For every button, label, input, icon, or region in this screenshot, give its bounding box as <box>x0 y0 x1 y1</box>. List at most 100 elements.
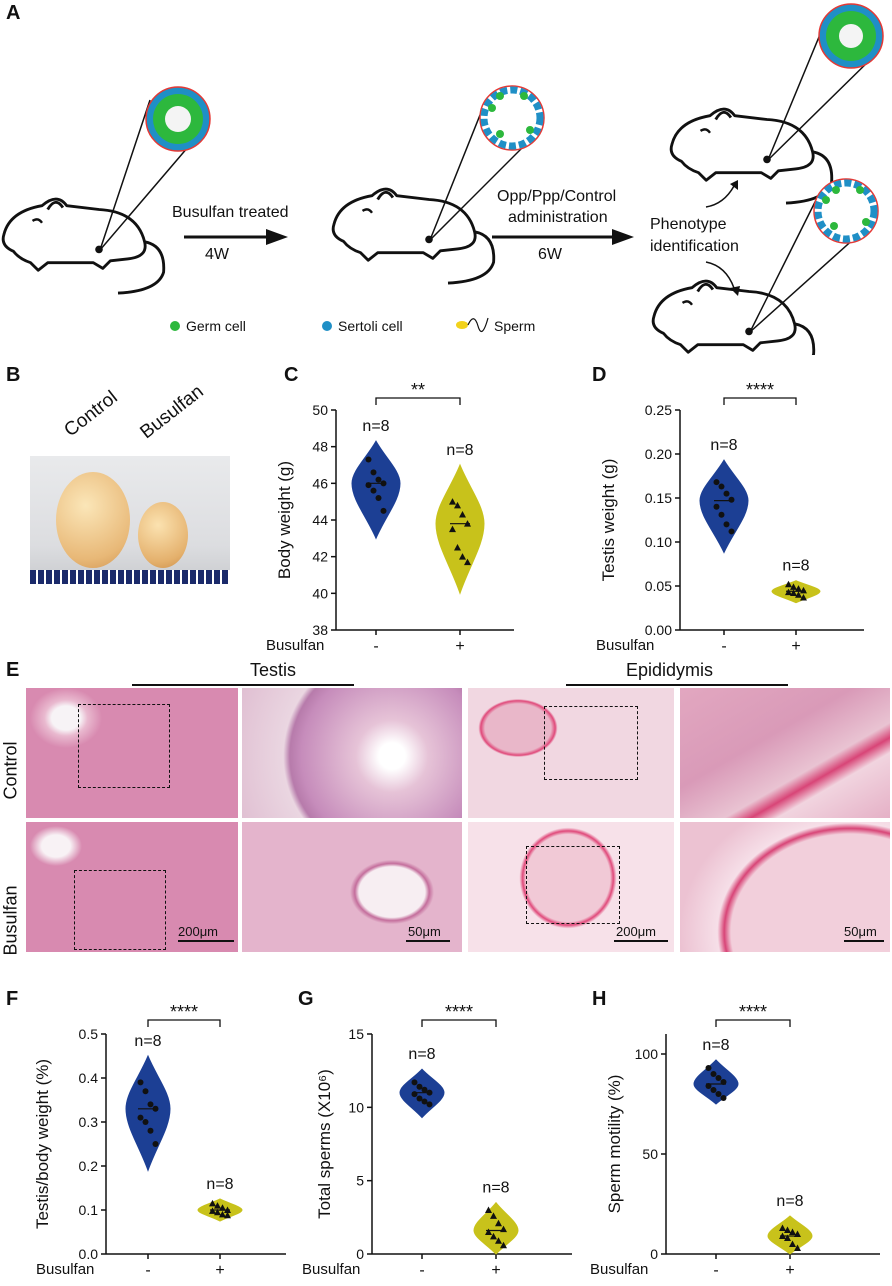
row-label-busulfan: Busulfan <box>0 885 21 956</box>
data-point <box>459 553 466 560</box>
data-point <box>416 1095 423 1102</box>
significance-label: **** <box>445 1002 473 1022</box>
violin-control <box>693 1059 739 1105</box>
mouse-icon-1 <box>1 197 166 295</box>
data-point <box>718 483 725 490</box>
data-point <box>723 490 730 497</box>
significance-bracket <box>147 1019 221 1027</box>
histology-control-testis-low <box>26 688 238 818</box>
scale-label-50-epididymis: 50μm <box>844 924 877 939</box>
data-point <box>500 1241 507 1249</box>
data-point <box>720 1079 727 1085</box>
y-tick-label: 0.25 <box>645 402 672 418</box>
data-point <box>795 585 802 592</box>
tubule-normal-icon-1 <box>145 86 211 152</box>
scale-label-50-testis: 50μm <box>408 924 441 939</box>
data-point <box>789 1240 796 1247</box>
x-tick-label: - <box>721 638 726 655</box>
data-point <box>459 511 466 518</box>
step2-label-line2: administration <box>508 209 608 226</box>
data-point <box>718 511 725 518</box>
y-tick-label: 15 <box>348 1026 364 1042</box>
y-tick-label: 5 <box>356 1173 364 1189</box>
photo-label-busulfan: Busulfan <box>136 381 208 444</box>
histology-busulfan-testis-high: 50μm <box>242 822 462 952</box>
zoom-box <box>74 870 166 950</box>
data-point <box>490 1232 497 1240</box>
data-point <box>142 1088 149 1095</box>
y-tick-label: 0.15 <box>645 490 672 506</box>
histology-busulfan-epididymis-high: 50μm <box>680 822 890 952</box>
y-axis-title: Body weight (g) <box>275 461 294 579</box>
n-label: n=8 <box>776 1193 803 1210</box>
ruler-scale <box>30 570 230 584</box>
y-tick-label: 100 <box>635 1046 659 1062</box>
data-point <box>490 1212 497 1219</box>
x-axis-title: Busulfan <box>266 637 324 654</box>
significance-bracket <box>375 397 461 405</box>
data-point <box>715 1091 722 1097</box>
data-point <box>800 593 807 601</box>
y-tick-label: 50 <box>312 402 328 418</box>
n-label: n=8 <box>446 442 473 459</box>
y-tick-label: 38 <box>312 622 328 638</box>
tubule-depleted-icon-1 <box>479 85 545 151</box>
mouse-icon-3 <box>669 107 834 205</box>
y-axis-title: Testis/body weight (%) <box>33 1059 52 1229</box>
violin-control <box>125 1054 171 1172</box>
x-tick-label: + <box>491 1262 500 1279</box>
legend-germ-cell: Germ cell <box>186 318 246 334</box>
data-point <box>142 1119 149 1125</box>
y-tick-label: 0 <box>650 1246 658 1262</box>
panel-label-d: D <box>592 364 607 386</box>
control-testis-image <box>56 472 130 568</box>
data-point <box>209 1199 216 1207</box>
data-point <box>495 1237 502 1244</box>
x-axis-title: Busulfan <box>596 637 654 654</box>
schematic-diagram <box>1 3 884 355</box>
y-tick-label: 44 <box>312 512 328 528</box>
mouse-icon-2 <box>331 187 496 285</box>
significance-bracket <box>723 397 797 405</box>
panel-label-g: G <box>298 988 314 1010</box>
y-tick-label: 0.4 <box>79 1070 99 1086</box>
data-point <box>375 476 382 483</box>
data-point <box>713 503 720 510</box>
data-point <box>380 480 387 487</box>
zoom-box <box>78 704 170 788</box>
title-underline-testis <box>132 684 354 686</box>
y-axis-title: Testis weight (g) <box>599 459 618 582</box>
data-point <box>370 487 377 494</box>
data-point <box>723 521 730 528</box>
histology-busulfan-testis-low: 200μm <box>26 822 238 952</box>
y-tick-label: 40 <box>312 585 328 601</box>
scale-bar <box>178 940 234 942</box>
histology-title-testis: Testis <box>250 660 297 680</box>
arrow-icon-2 <box>492 229 634 245</box>
scale-label-200-testis: 200μm <box>178 924 219 939</box>
n-label: n=8 <box>134 1033 161 1050</box>
y-tick-label: 0.20 <box>645 446 672 462</box>
x-tick-label: - <box>419 1262 424 1279</box>
data-point <box>416 1083 423 1090</box>
data-point <box>795 591 802 598</box>
zoom-box <box>544 706 638 780</box>
arrow-icon-1 <box>184 229 288 245</box>
panel-label-f: F <box>6 988 19 1010</box>
data-point <box>147 1101 154 1108</box>
data-point <box>365 482 372 489</box>
x-axis-title: Busulfan <box>302 1261 360 1278</box>
scale-bar <box>844 940 884 942</box>
histology-control-epididymis-high <box>680 688 890 818</box>
data-point <box>794 1230 801 1237</box>
data-point <box>137 1114 144 1121</box>
sertoli-cell-icon <box>322 321 332 331</box>
data-point <box>421 1086 428 1093</box>
data-point <box>219 1204 226 1211</box>
data-point <box>224 1206 231 1213</box>
x-axis-title: Busulfan <box>590 1261 648 1278</box>
busulfan-testis-image <box>138 502 188 568</box>
testis-photo <box>30 456 230 584</box>
data-point <box>421 1098 428 1105</box>
significance-label: **** <box>739 1002 767 1022</box>
